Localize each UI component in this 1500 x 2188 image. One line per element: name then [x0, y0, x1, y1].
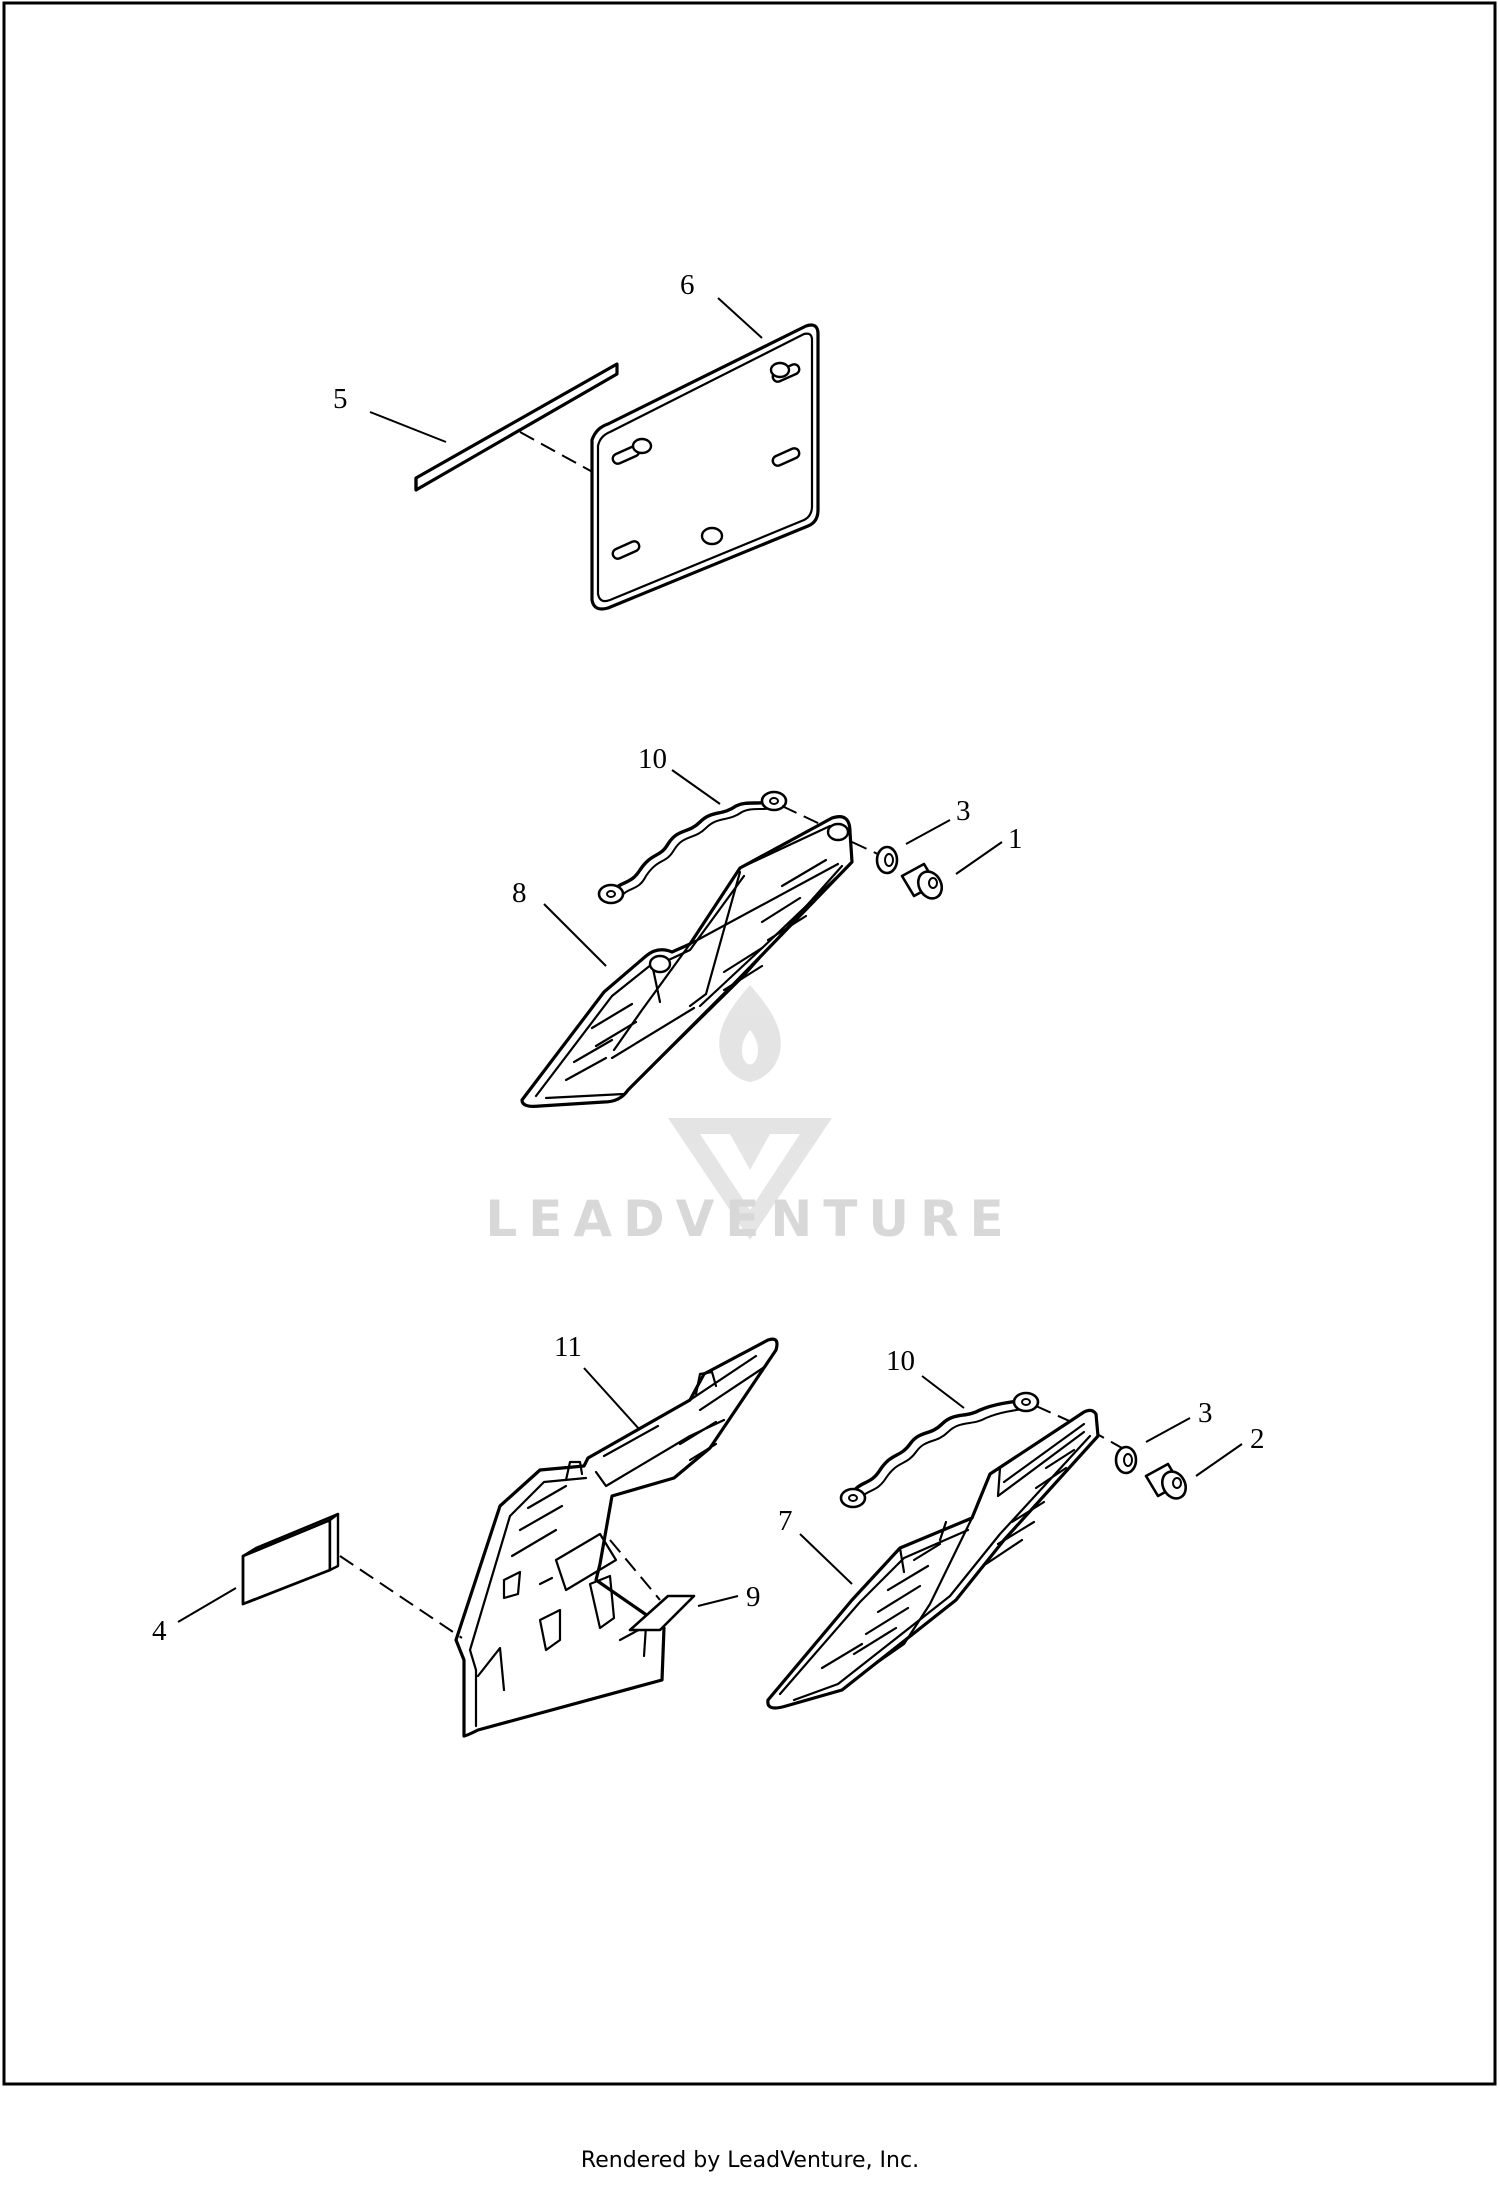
part-7-bracket: [766, 1408, 1100, 1710]
diagram-frame: [2, 1, 1497, 2086]
leader-9: [697, 1595, 739, 1607]
leader-5: [369, 411, 447, 443]
leader-3-lower: [1145, 1417, 1191, 1443]
callout-11: 11: [554, 1331, 582, 1363]
part-8-bracket: [520, 815, 854, 1108]
callout-10-lower: 10: [886, 1345, 915, 1377]
callout-2: 2: [1250, 1423, 1265, 1455]
part-3-washer-lower: [1114, 1445, 1138, 1475]
part-10-wire-lower: [839, 1391, 1040, 1509]
leader-11: [583, 1367, 641, 1431]
callout-1: 1: [1008, 823, 1023, 855]
part-3-washer-upper: [875, 845, 899, 875]
leader-7: [799, 1533, 853, 1585]
leader-10-lower: [921, 1375, 965, 1409]
dashed-line-10-8: [781, 805, 821, 825]
leader-8: [543, 903, 607, 967]
watermark-logo: [668, 985, 832, 1240]
part-11-bracket: [454, 1337, 779, 1738]
callout-10-upper: 10: [638, 743, 667, 775]
callout-6: 6: [680, 269, 695, 301]
leader-6: [717, 297, 763, 339]
leader-3-upper: [905, 819, 951, 845]
dashed-line-11-9: [609, 1539, 661, 1601]
part-4-reflector: [241, 1512, 340, 1606]
callout-9: 9: [746, 1581, 761, 1613]
callout-8: 8: [512, 877, 527, 909]
callout-7: 7: [778, 1505, 793, 1537]
leader-1: [955, 841, 1003, 875]
leader-10-upper: [671, 769, 721, 805]
callout-3-lower: 3: [1198, 1397, 1213, 1429]
watermark-text: LEADVENTURE: [485, 1190, 1014, 1248]
part-9-plate: [628, 1594, 696, 1632]
callout-5: 5: [333, 383, 348, 415]
footer-credit: Rendered by LeadVenture, Inc.: [580, 2148, 920, 2173]
part-2-screw: [1144, 1462, 1188, 1500]
flame-icon: [719, 985, 781, 1082]
v-logo-icon: [668, 1118, 832, 1240]
part-5-strip: [414, 362, 619, 492]
callout-4: 4: [152, 1615, 167, 1647]
leader-2: [1195, 1443, 1243, 1477]
part-1-screw: [900, 862, 944, 900]
part-10-wire-upper: [597, 790, 788, 905]
callout-3-upper: 3: [956, 795, 971, 827]
leader-4: [177, 1587, 237, 1623]
dashed-line-4-11: [339, 1555, 463, 1639]
part-6-plate: [590, 323, 820, 611]
